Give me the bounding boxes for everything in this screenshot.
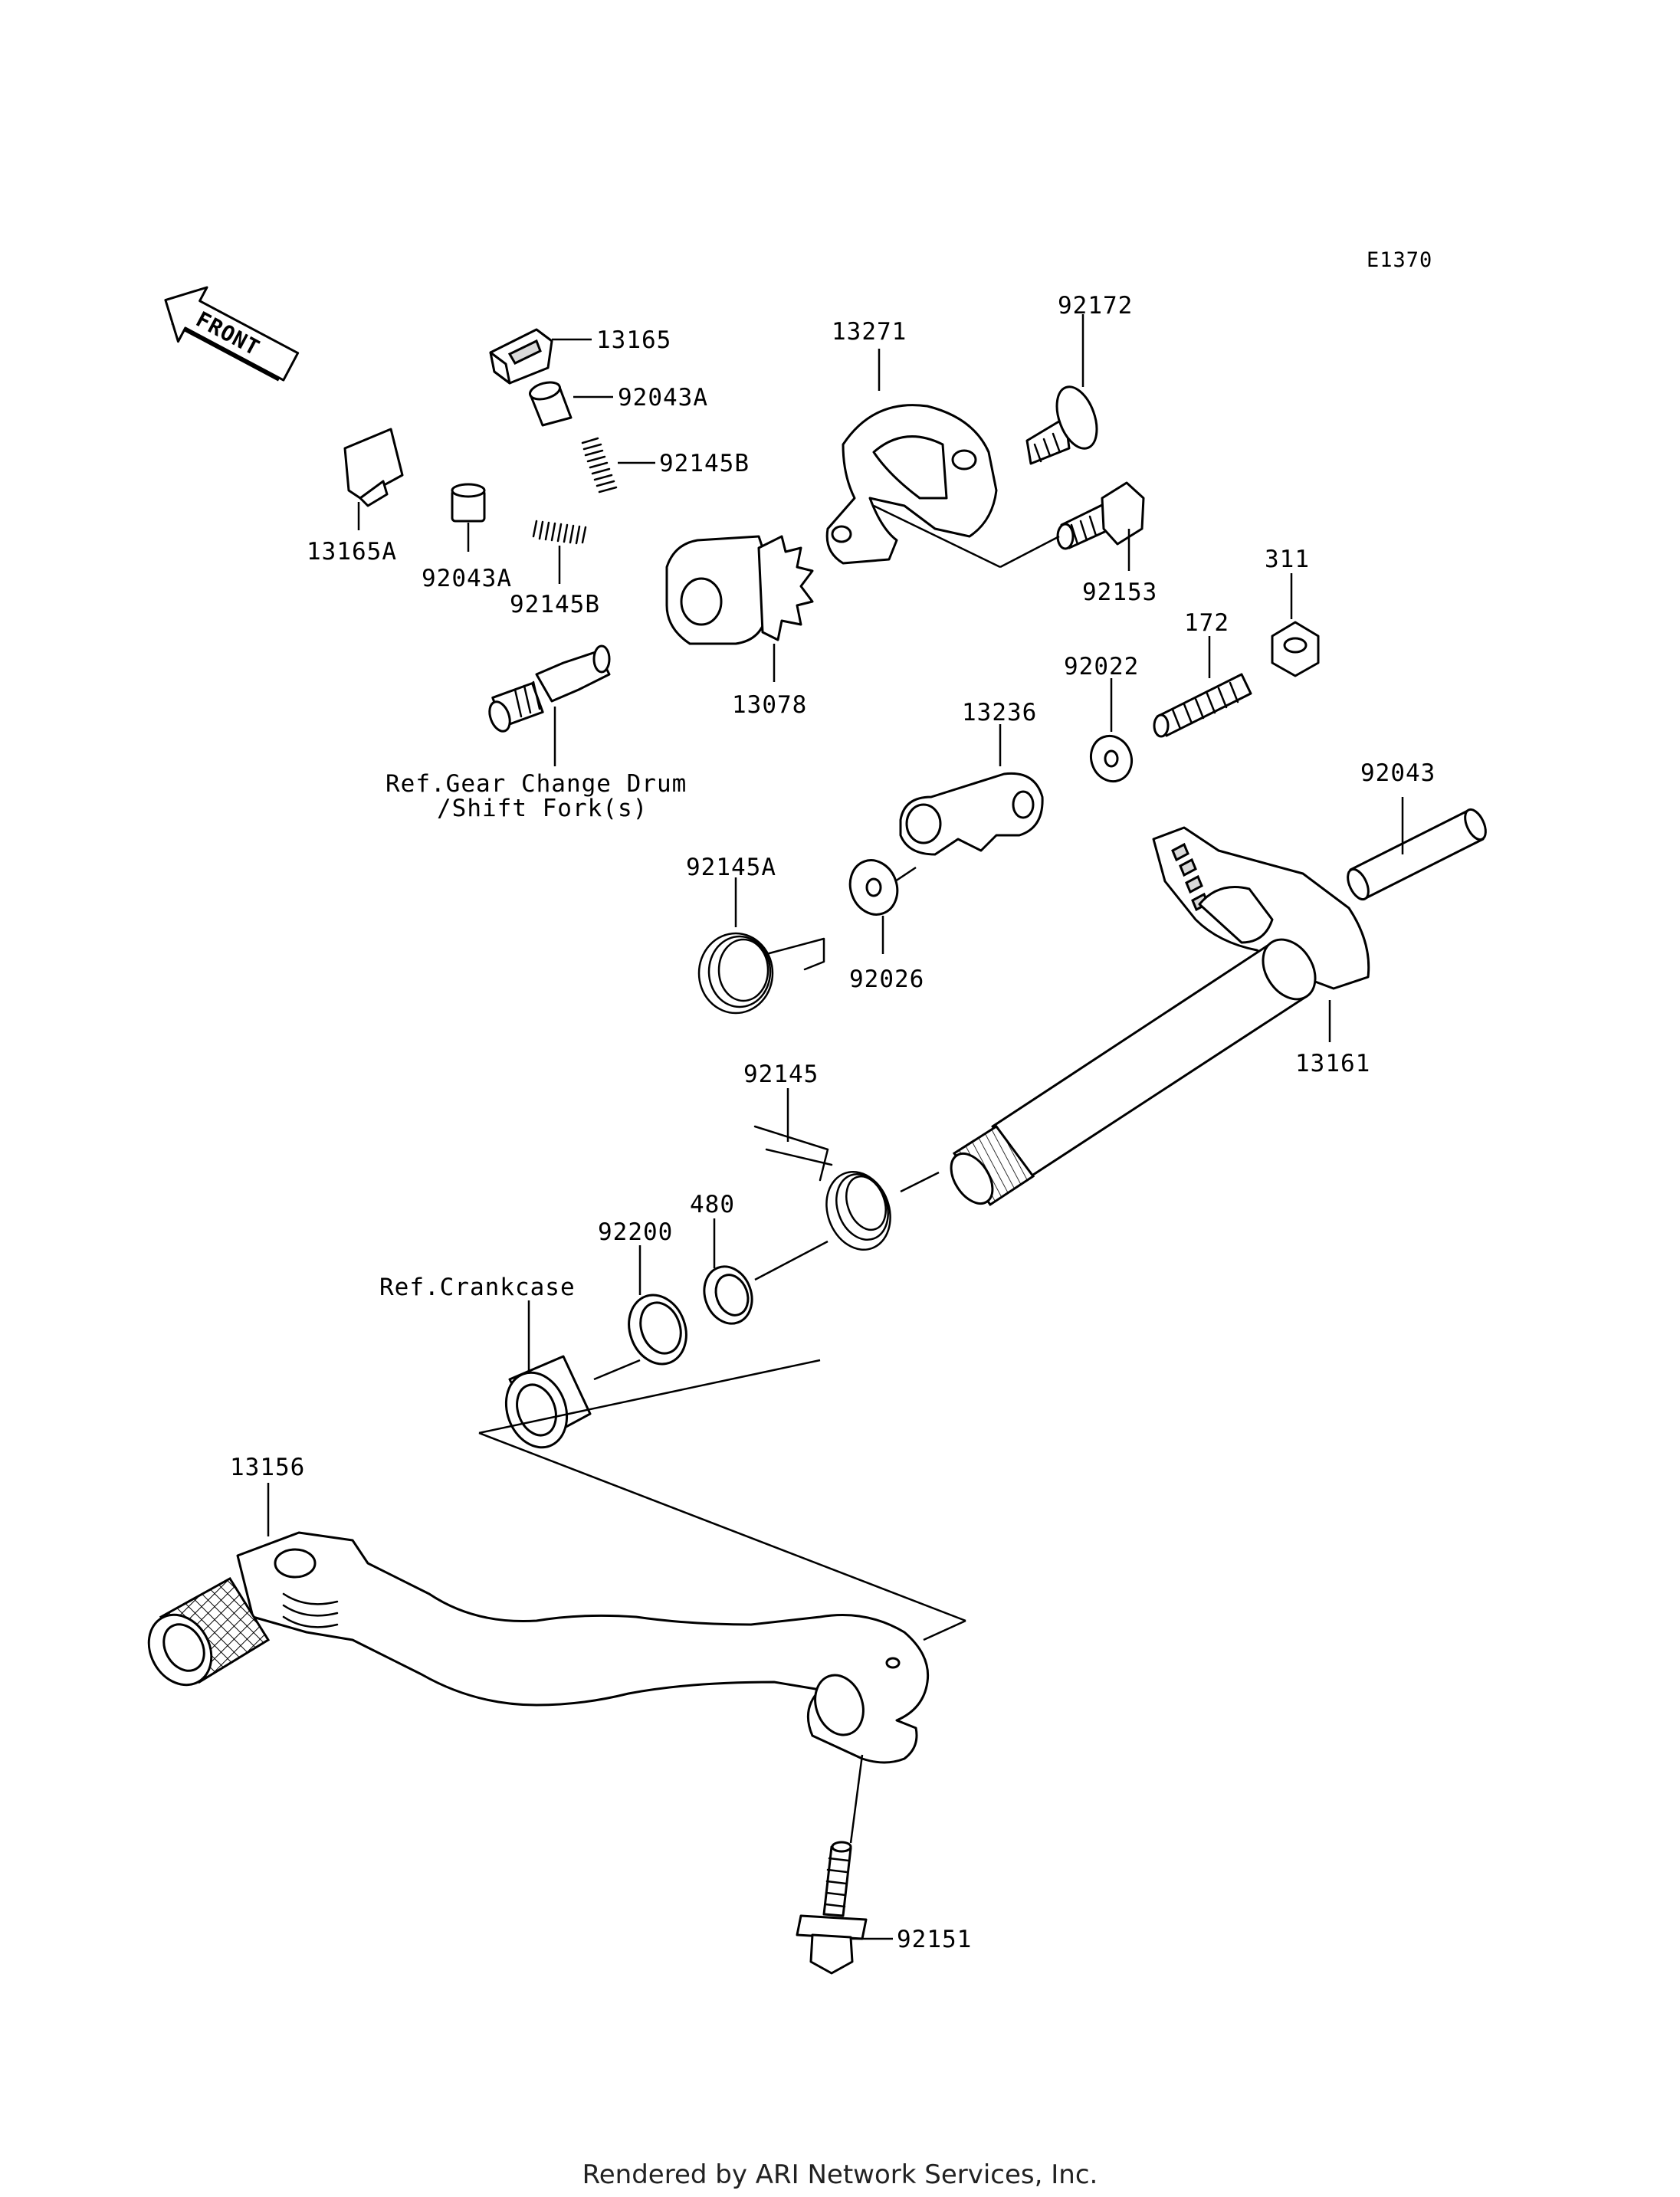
label-172: 172 xyxy=(1184,609,1229,637)
label-92145A: 92145A xyxy=(686,854,776,881)
oil-seal[interactable] xyxy=(496,1355,592,1456)
label-92022: 92022 xyxy=(1064,653,1139,680)
pin-92043[interactable] xyxy=(1344,806,1490,902)
label-92172: 92172 xyxy=(1058,292,1133,320)
label-13156: 13156 xyxy=(230,1454,305,1481)
label-92043A-top: 92043A xyxy=(618,384,708,412)
spring-92145B-top[interactable] xyxy=(581,437,618,494)
bolt-92151[interactable] xyxy=(796,1841,868,1975)
label-92151: 92151 xyxy=(897,1926,972,1953)
label-311: 311 xyxy=(1265,546,1310,573)
label-92043: 92043 xyxy=(1360,759,1436,787)
label-92200: 92200 xyxy=(598,1218,673,1246)
spring-92145B-low[interactable] xyxy=(532,520,587,545)
label-92145B-low: 92145B xyxy=(510,591,600,618)
front-arrow-icon: FRONT xyxy=(164,286,300,382)
label-480: 480 xyxy=(690,1191,735,1218)
ref-crankcase: Ref.Crankcase xyxy=(379,1274,576,1301)
label-92145B-top: 92145B xyxy=(659,450,750,477)
diagram-code: E1370 xyxy=(1367,248,1432,272)
label-13165: 13165 xyxy=(596,326,671,354)
gear-change-drum-stub[interactable] xyxy=(486,644,611,734)
stud-172[interactable] xyxy=(1153,673,1252,738)
ref-gear-change-line2: /Shift Fork(s) xyxy=(437,795,648,822)
label-13078: 13078 xyxy=(732,691,807,719)
footer-credit: Rendered by ARI Network Services, Inc. xyxy=(582,2159,1098,2190)
arm-13236[interactable] xyxy=(899,772,1044,856)
gear-pedal-13156[interactable] xyxy=(136,1531,930,1764)
screw-92172[interactable] xyxy=(1025,382,1104,465)
label-13236: 13236 xyxy=(962,699,1037,726)
ref-gear-change-line1: Ref.Gear Change Drum xyxy=(386,770,687,798)
washer-92200[interactable] xyxy=(619,1287,695,1372)
label-92026: 92026 xyxy=(849,966,924,993)
nut-311[interactable] xyxy=(1271,621,1320,677)
shift-shaft-13161[interactable] xyxy=(943,826,1370,1211)
label-92153: 92153 xyxy=(1082,579,1157,606)
spring-92145A[interactable] xyxy=(697,932,825,1015)
label-13271: 13271 xyxy=(832,318,907,346)
label-92043A-low: 92043A xyxy=(422,565,512,592)
label-13165A: 13165A xyxy=(307,538,397,566)
pawl-13165[interactable] xyxy=(489,328,553,385)
ratchet-13078[interactable] xyxy=(665,535,814,645)
washer-92026[interactable] xyxy=(842,854,904,921)
pin-92043A-low[interactable] xyxy=(451,483,486,523)
spring-92145[interactable] xyxy=(753,1125,901,1259)
bolt-92153[interactable] xyxy=(1056,481,1145,550)
circlip-480[interactable] xyxy=(697,1260,760,1330)
label-13161: 13161 xyxy=(1295,1050,1370,1077)
label-92145: 92145 xyxy=(743,1061,819,1088)
pawl-13165A[interactable] xyxy=(343,428,404,507)
washer-92022[interactable] xyxy=(1084,730,1137,787)
guide-plate-13271[interactable] xyxy=(825,404,998,565)
pin-92043A-top[interactable] xyxy=(528,379,573,427)
